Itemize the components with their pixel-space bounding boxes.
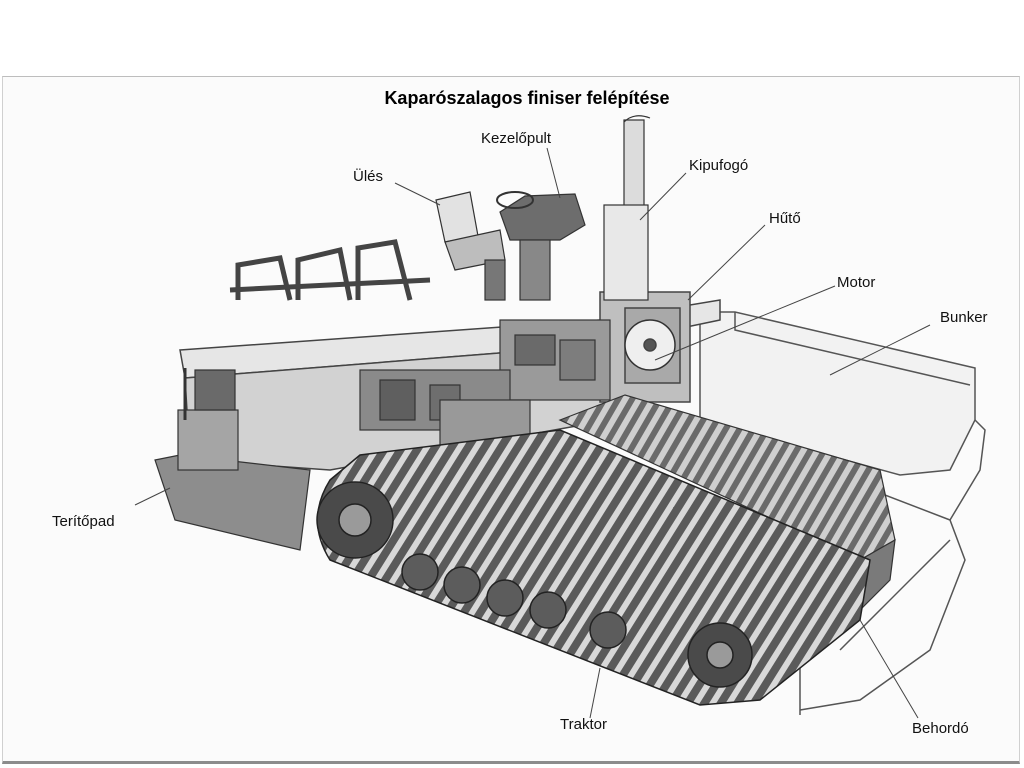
label-kezelopult: Kezelőpult bbox=[481, 130, 552, 147]
label-motor: Motor bbox=[837, 274, 876, 291]
label-traktor: Traktor bbox=[560, 716, 607, 733]
label-huto: Hűtő bbox=[769, 210, 801, 227]
diagram-title: Kaparószalagos finiser felépítése bbox=[384, 88, 670, 108]
label-teritopad: Terítőpad bbox=[52, 513, 115, 530]
crawler-track bbox=[316, 429, 871, 706]
label-ules: Ülés bbox=[353, 168, 384, 185]
engine bbox=[359, 319, 611, 456]
leader-lines bbox=[134, 147, 931, 719]
railing bbox=[229, 239, 431, 301]
screed bbox=[154, 368, 311, 551]
control-panel bbox=[496, 191, 586, 301]
label-behordo: Behordó bbox=[912, 720, 969, 737]
seat bbox=[435, 191, 506, 301]
label-bunker: Bunker bbox=[940, 309, 988, 326]
label-kipufogo: Kipufogó bbox=[689, 157, 749, 174]
exhaust-pipe bbox=[603, 115, 651, 301]
